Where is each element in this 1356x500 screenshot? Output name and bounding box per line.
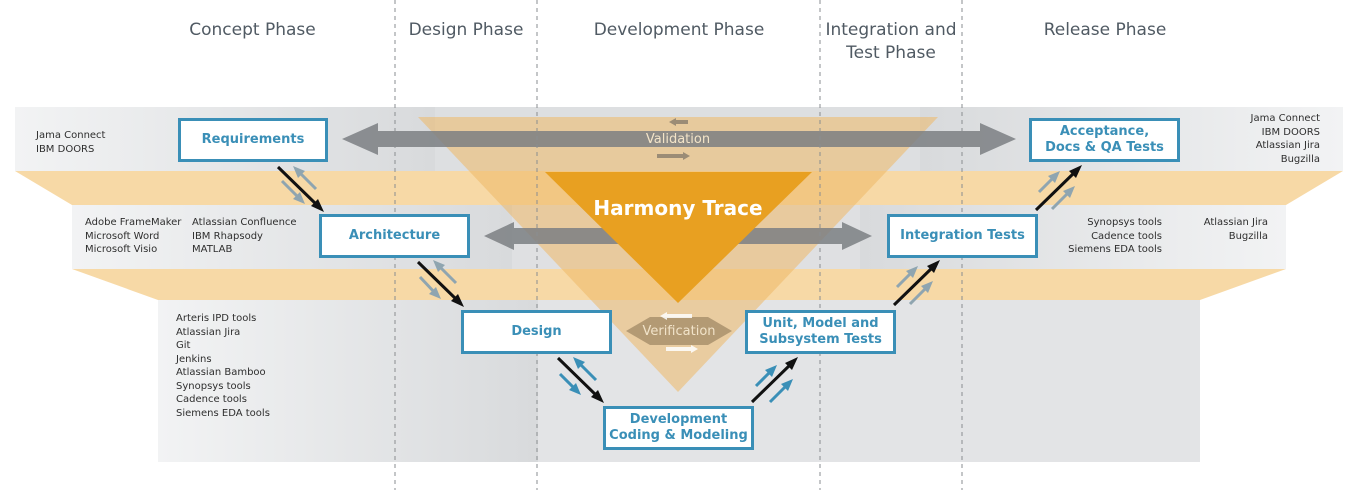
tool-item: Atlassian Jira [1203, 217, 1268, 228]
tool-item: Synopsys tools [1087, 217, 1162, 228]
validation-small-arrows [657, 118, 690, 160]
harmony-trace-triangle [545, 172, 812, 303]
design-label: Design [511, 324, 562, 339]
harmony-trace-title: Harmony Trace [593, 196, 763, 220]
tool-item: Siemens EDA tools [176, 407, 270, 419]
verification-small-arrows [660, 312, 698, 353]
tool-item: Synopsys tools [176, 380, 251, 392]
tool-item: IBM Rhapsody [192, 230, 263, 242]
tool-item: Git [176, 340, 191, 351]
requirements-label: Requirements [201, 132, 305, 147]
development-box[interactable]: Development Coding & Modeling [603, 406, 754, 450]
design-box[interactable]: Design [461, 310, 612, 354]
acceptance-label: Acceptance, Docs & QA Tests [1045, 124, 1164, 155]
architecture-box[interactable]: Architecture [319, 214, 470, 258]
phase-design: Design Phase [408, 20, 524, 40]
tool-item: MATLAB [192, 244, 233, 255]
tool-item: Jama Connect [1250, 113, 1320, 124]
phase-release: Release Phase [1043, 20, 1167, 40]
tool-item: Atlassian Bamboo [176, 367, 266, 378]
verification-label: Verification [642, 324, 716, 339]
tool-item: Cadence tools [1091, 230, 1162, 242]
tool-item: Atlassian Jira [1255, 140, 1320, 151]
integration-tests-label: Integration Tests [900, 228, 1025, 243]
tool-item: IBM DOORS [1261, 126, 1320, 138]
tool-item: Siemens EDA tools [1068, 244, 1162, 255]
phase-integration-test: Integration and Test Phase [825, 20, 957, 63]
tool-item: Arteris IPD tools [176, 313, 257, 324]
phase-development: Development Phase [593, 20, 765, 40]
tool-item: Jenkins [176, 353, 212, 365]
transition-arrows [276, 165, 1082, 404]
tool-item: Atlassian Jira [176, 326, 241, 338]
phase-dividers [394, 0, 963, 490]
unit-tests-box[interactable]: Unit, Model and Subsystem Tests [745, 310, 896, 354]
tool-item: Atlassian Confluence [192, 217, 297, 228]
integration-tests-box[interactable]: Integration Tests [887, 214, 1038, 258]
tool-item: Microsoft Word [85, 230, 160, 242]
validation-label: Validation [645, 132, 711, 147]
requirements-box[interactable]: Requirements [178, 118, 328, 162]
acceptance-box[interactable]: Acceptance, Docs & QA Tests [1029, 118, 1180, 162]
unit-tests-label: Unit, Model and Subsystem Tests [759, 316, 882, 347]
tool-item: Bugzilla [1280, 153, 1320, 165]
tool-item: IBM DOORS [36, 143, 95, 155]
architecture-label: Architecture [348, 228, 441, 243]
tool-item: Cadence tools [176, 394, 247, 405]
verification-arrow [626, 317, 732, 345]
tool-item: Bugzilla [1228, 230, 1268, 242]
tool-item: Adobe FrameMaker [85, 217, 182, 228]
validation-arrow [342, 123, 1016, 155]
development-label: Development Coding & Modeling [609, 412, 748, 443]
tool-item: Jama Connect [36, 130, 106, 141]
tool-item: Microsoft Visio [85, 244, 158, 255]
phase-concept: Concept Phase [189, 20, 316, 40]
